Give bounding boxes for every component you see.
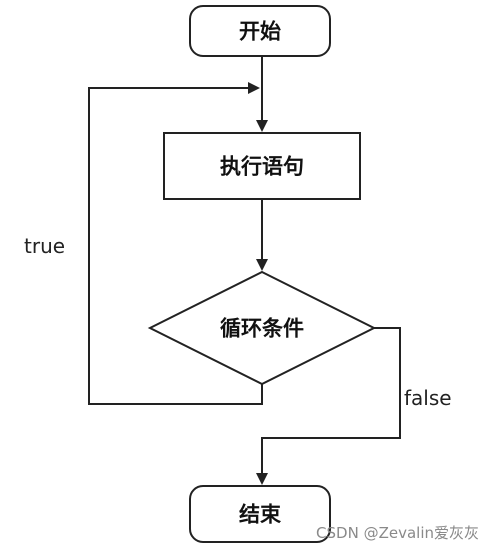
- execute-node-shape: [163, 132, 361, 200]
- arrow-start-to-execute: [256, 56, 268, 132]
- end-node-label: 结束: [239, 502, 282, 527]
- watermark-text: CSDN @Zevalin爱灰灰: [316, 524, 479, 542]
- condition-node-label: 循环条件: [220, 316, 304, 341]
- arrowhead: [256, 120, 268, 132]
- false-exit-edge: false: [256, 327, 452, 485]
- true-edge-label: true: [24, 234, 65, 258]
- execute-node-label: 执行语句: [220, 154, 304, 179]
- execute-node: 执行语句: [163, 132, 361, 200]
- arrowhead: [256, 473, 268, 485]
- arrow-execute-to-condition: [256, 199, 268, 271]
- false-edge-label: false: [404, 386, 452, 410]
- true-loop-edge: true: [24, 82, 263, 405]
- start-node-label: 开始: [239, 19, 281, 44]
- arrowhead: [248, 82, 260, 94]
- start-node: 开始: [189, 5, 331, 57]
- condition-node: 循环条件: [147, 270, 377, 386]
- end-node-shape: [189, 485, 331, 543]
- start-node-shape: [189, 5, 331, 57]
- end-node: 结束: [189, 485, 331, 543]
- arrowhead: [256, 259, 268, 271]
